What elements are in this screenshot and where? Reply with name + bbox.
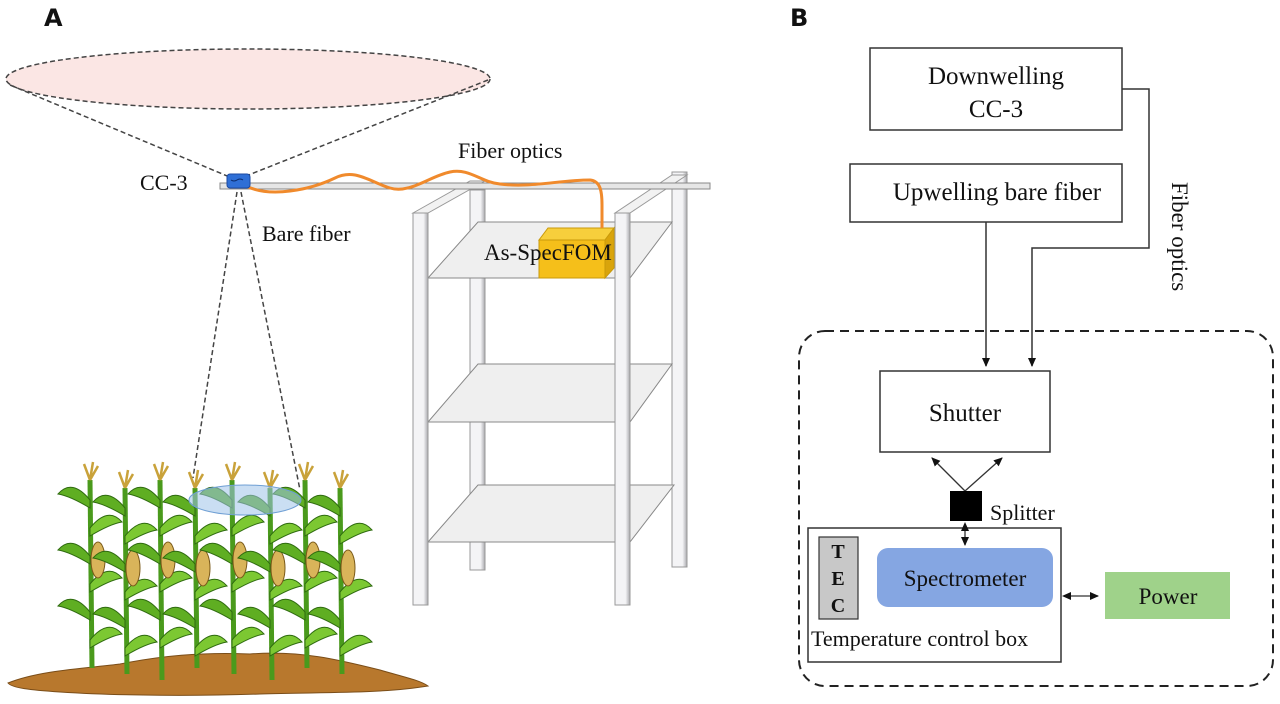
tec-letter-c: C [831, 595, 845, 617]
instrument-label: As-SpecFOM [484, 240, 612, 265]
upwelling-bare-fiber-box: Upwelling bare fiber [849, 163, 1123, 223]
panel-a-label: A [44, 4, 63, 32]
splitter-to-shutter-right [964, 457, 1003, 492]
instrument-rack [219, 171, 711, 606]
panel-b-label: B [790, 4, 808, 32]
corn-plant [57, 461, 123, 669]
soil [7, 652, 430, 696]
corn-canopy [57, 461, 373, 681]
downwelling-field-of-view [5, 48, 491, 179]
downwelling-line2: CC-3 [969, 96, 1023, 123]
corn-plant [92, 469, 158, 675]
temperature-control-box: T E C Spectrometer Temperature control b… [807, 527, 1062, 663]
downwelling-line1: Downwelling [928, 63, 1065, 90]
tec-module [818, 536, 859, 620]
downwelling-connector [1028, 88, 1150, 367]
spectrometer-label: Spectrometer [904, 566, 1027, 591]
splitter-label: Splitter [990, 500, 1055, 525]
splitter-block [950, 491, 982, 521]
bare-fiber-label: Bare fiber [262, 221, 351, 246]
splitter-to-shutter-left [931, 457, 966, 492]
corn-plant [127, 461, 193, 681]
upwelling-label: Upwelling bare fiber [893, 179, 1102, 206]
shutter-box: Shutter [879, 370, 1051, 453]
panel-b: B Downwelling CC-3 Upwelling bare fiber … [790, 4, 1274, 687]
downwelling-cc3-box: Downwelling CC-3 [869, 47, 1123, 131]
fiber-optic-cable [245, 169, 604, 228]
cc3-sensor [226, 173, 251, 189]
fiber-optics-label: Fiber optics [458, 138, 563, 163]
spectrometer-box [877, 548, 1053, 607]
shutter-label: Shutter [929, 400, 1002, 427]
corn-plant [307, 469, 373, 675]
tec-letter-e: E [831, 568, 844, 590]
power-box: Power [1105, 572, 1230, 619]
tec-letter-t: T [831, 541, 845, 563]
panel-a: A As [5, 4, 711, 696]
as-specfom-instrument: As-SpecFOM [484, 226, 615, 280]
upwelling-field-of-view [192, 191, 301, 491]
footprint-ellipse [188, 484, 302, 516]
fiber-optics-edge-label: Fiber optics [1167, 182, 1192, 291]
cc3-label: CC-3 [140, 170, 188, 195]
temperature-box-label: Temperature control box [811, 626, 1028, 651]
power-label: Power [1139, 584, 1198, 609]
instrument-enclosure [798, 330, 1274, 687]
